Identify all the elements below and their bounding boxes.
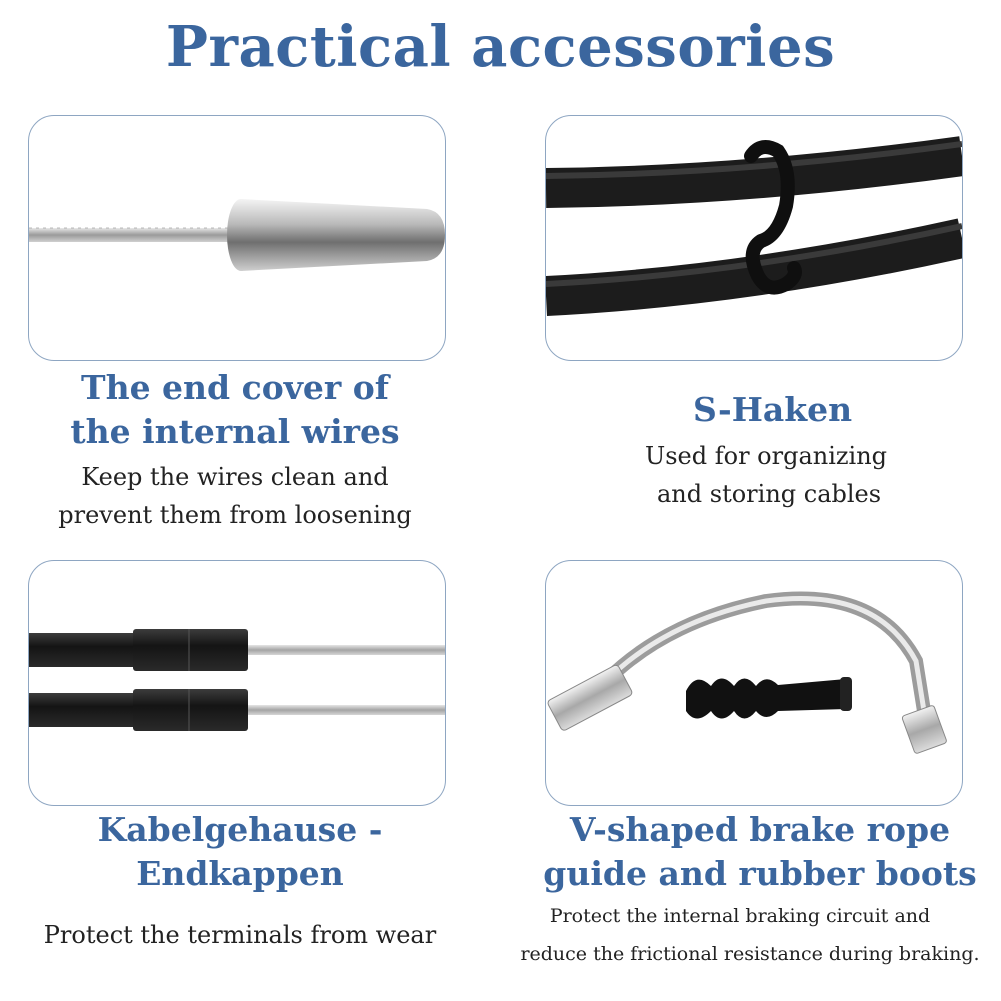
end-caps-image-card xyxy=(28,560,446,806)
v-brake-heading: V-shaped brake rope guide and rubber boo… xyxy=(525,808,995,896)
v-brake-image-card xyxy=(545,560,963,806)
end-caps-description: Protect the terminals from wear xyxy=(20,916,460,954)
desc-line: Protect the terminals from wear xyxy=(43,921,437,949)
heading-line: V-shaped brake rope xyxy=(569,810,951,849)
end-cover-description: Keep the wires clean and prevent them fr… xyxy=(20,458,450,534)
s-hook-illustration xyxy=(546,136,962,316)
end-caps-heading: Kabelgehause - Endkappen xyxy=(20,808,460,896)
heading-line: S-Haken xyxy=(693,390,853,429)
desc-line: Protect the internal braking circuit and xyxy=(549,905,931,927)
end-cover-heading: The end cover of the internal wires xyxy=(20,366,450,454)
heading-line: Endkappen xyxy=(136,854,344,893)
v-brake-description: Protect the internal braking circuit and… xyxy=(505,897,995,973)
desc-line: Keep the wires clean and xyxy=(81,463,389,491)
end-caps-illustration xyxy=(29,629,445,731)
s-hook-heading: S-Haken xyxy=(545,388,995,432)
heading-line: guide and rubber boots xyxy=(543,854,977,893)
s-hook-description: Used for organizing and storing cables xyxy=(545,437,995,513)
end-cover-illustration xyxy=(29,199,445,271)
s-hook-image-card xyxy=(545,115,963,361)
v-brake-illustration xyxy=(547,591,947,754)
desc-line: prevent them from loosening xyxy=(58,501,412,529)
heading-line: the internal wires xyxy=(70,412,400,451)
end-cover-image-card xyxy=(28,115,446,361)
desc-line: and storing cables xyxy=(657,480,882,508)
page-title: Practical accessories xyxy=(165,14,836,80)
heading-line: The end cover of xyxy=(81,368,389,407)
heading-line: Kabelgehause - xyxy=(97,810,383,849)
desc-line: reduce the frictional resistance during … xyxy=(520,943,980,965)
desc-line: Used for organizing xyxy=(645,442,888,470)
